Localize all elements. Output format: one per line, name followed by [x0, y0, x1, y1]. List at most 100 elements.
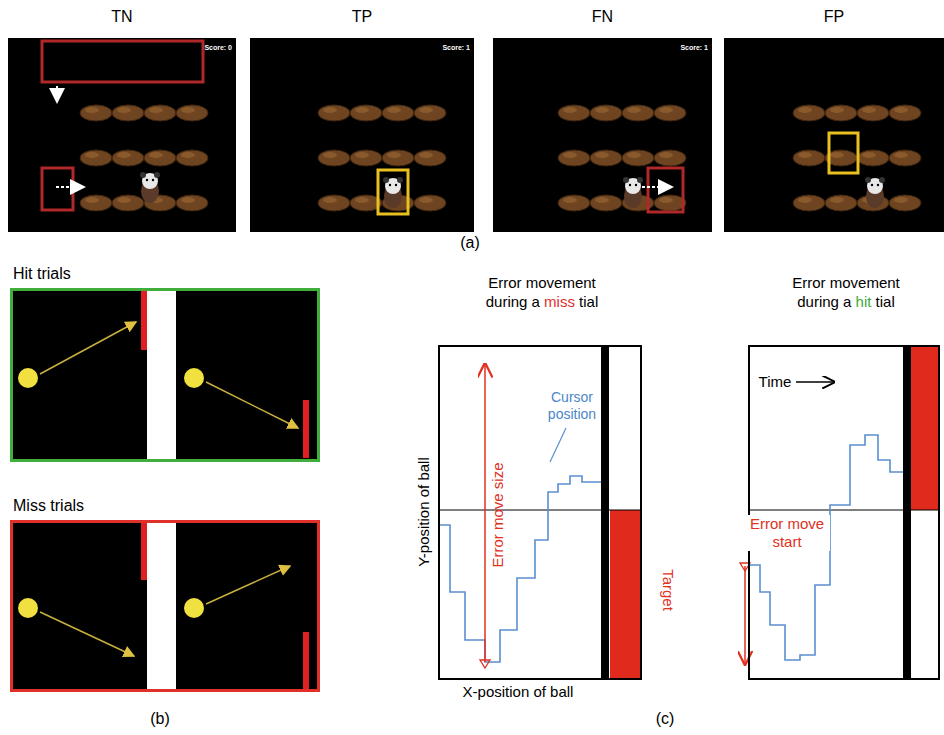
rock-highlight [355, 197, 369, 203]
panel-heading: Miss trials [13, 497, 84, 515]
rock [80, 195, 112, 211]
measure-label: Error move size [489, 462, 507, 567]
mole-eye [877, 184, 879, 186]
mole-ear [154, 172, 160, 178]
rock-highlight [894, 197, 908, 203]
score-text: Score: 1 [680, 44, 708, 51]
rock [889, 150, 921, 166]
rock [590, 150, 622, 166]
trial-panel: Hit trials [10, 288, 320, 462]
mole-ear [865, 177, 871, 183]
rock [414, 195, 446, 211]
rock-highlight [181, 197, 195, 203]
mole-eye [395, 184, 397, 186]
rock-highlight [323, 197, 337, 203]
target-label: Target [659, 569, 677, 611]
rock-highlight [117, 107, 131, 113]
rock-highlight [862, 152, 876, 158]
rock [144, 105, 176, 121]
rock-highlight [419, 152, 433, 158]
rock [112, 195, 144, 211]
rock-highlight [85, 107, 99, 113]
rock [622, 150, 654, 166]
axis-label: Time [759, 373, 792, 391]
title-word: tial [876, 293, 895, 310]
rock-highlight [563, 197, 577, 203]
rock-highlight [798, 197, 812, 203]
rock [793, 105, 825, 121]
rock-highlight [595, 197, 609, 203]
rock [558, 105, 590, 121]
rock [590, 105, 622, 121]
rock [654, 105, 686, 121]
rock-highlight [181, 152, 195, 158]
rock [654, 195, 686, 211]
axis-label: X-position of ball [463, 683, 574, 701]
panel-heading: Hit trials [13, 265, 71, 283]
rock-highlight [659, 152, 673, 158]
rock-highlight [862, 107, 876, 113]
rock [889, 195, 921, 211]
game-screen: FP [724, 38, 944, 232]
panel-letter: (a) [460, 233, 480, 252]
mole-eye [629, 184, 631, 186]
title-word: a [532, 293, 540, 310]
panel-letter: (b) [150, 709, 170, 728]
rock [350, 105, 382, 121]
trial-panel: Miss trials [10, 520, 320, 692]
rock-highlight [149, 107, 163, 113]
rock-highlight [659, 197, 673, 203]
rock [144, 150, 176, 166]
rock-highlight [117, 197, 131, 203]
mole-ear [383, 177, 389, 183]
rock-highlight [117, 152, 131, 158]
score-text: Score: 0 [204, 44, 232, 51]
title-word: movement [830, 274, 900, 291]
rock-highlight [830, 197, 844, 203]
rock-highlight [830, 107, 844, 113]
game-screen: FNScore: 1 [493, 38, 712, 232]
rock [558, 150, 590, 166]
rock [825, 105, 857, 121]
mole-eye [152, 179, 154, 181]
measure-label: Error move start [744, 515, 830, 551]
rock [382, 105, 414, 121]
panel-letter: (c) [656, 709, 675, 728]
rock-highlight [85, 152, 99, 158]
rock [889, 105, 921, 121]
rock-highlight [419, 107, 433, 113]
score-text: Score: 1 [442, 44, 470, 51]
mole-ear [140, 172, 146, 178]
mole-eye [389, 184, 391, 186]
title-word: Error [488, 274, 521, 291]
mole-eye [635, 184, 637, 186]
rock [590, 195, 622, 211]
rock-highlight [85, 197, 99, 203]
rock [622, 105, 654, 121]
plot-title: Error movement during a miss tial [467, 273, 617, 311]
rock [350, 150, 382, 166]
rock [793, 195, 825, 211]
title-word: movement [526, 274, 596, 291]
plot-frame: Error movement during a miss tial [438, 345, 642, 680]
game-screen: TPScore: 1 [250, 38, 474, 232]
rock [176, 195, 208, 211]
rock-highlight [830, 152, 844, 158]
rock-highlight [355, 152, 369, 158]
panel-heading: FP [724, 8, 944, 26]
title-word: tial [579, 293, 598, 310]
rock [825, 195, 857, 211]
rock-highlight [563, 152, 577, 158]
rock-highlight [387, 152, 401, 158]
rock [318, 150, 350, 166]
plot-title: Error movement during a hit tial [771, 273, 921, 311]
panel-heading: FN [493, 8, 712, 26]
rock [318, 105, 350, 121]
rock-highlight [323, 107, 337, 113]
rock [176, 150, 208, 166]
title-word: during [797, 293, 839, 310]
plot-frame: Error movement during a hit tial [748, 345, 940, 680]
title-word: a [843, 293, 851, 310]
rock [112, 150, 144, 166]
